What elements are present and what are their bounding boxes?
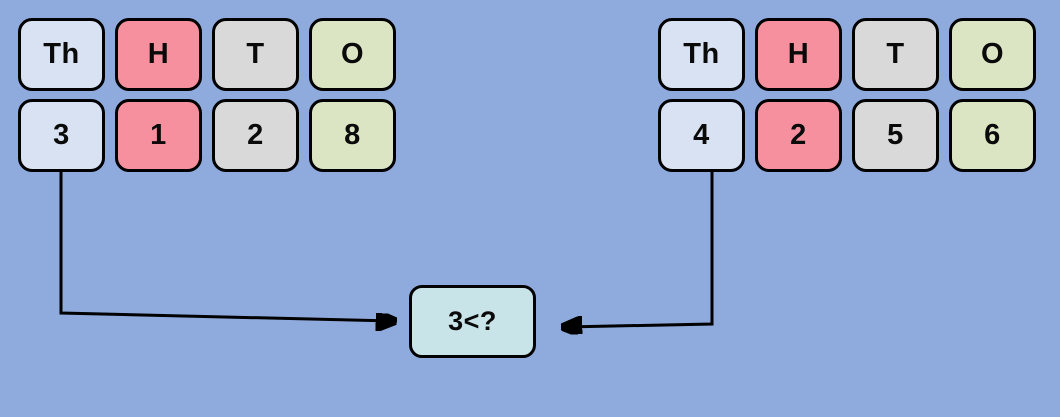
left-header-tens: T <box>212 18 299 91</box>
comparison-box: 3<? <box>409 285 536 358</box>
left-digit-hundreds: 1 <box>115 99 202 172</box>
right-digit-tens: 5 <box>852 99 939 172</box>
right-digit-hundreds: 2 <box>755 99 842 172</box>
left-thousands-arrow <box>59 172 392 321</box>
right-header-ones: O <box>949 18 1036 91</box>
right-header-thousands: Th <box>658 18 745 91</box>
right-header-tens: T <box>852 18 939 91</box>
right-digit-ones: 6 <box>949 99 1036 172</box>
right-digit-thousands: 4 <box>658 99 745 172</box>
left-digit-thousands: 3 <box>18 99 105 172</box>
right-header-hundreds: H <box>755 18 842 91</box>
left-digit-ones: 8 <box>309 99 396 172</box>
left-digit-tens: 2 <box>212 99 299 172</box>
right-thousands-arrow <box>566 172 714 327</box>
right-place-value-table: Th H T O 4 2 5 6 <box>658 18 1036 172</box>
left-header-hundreds: H <box>115 18 202 91</box>
left-header-thousands: Th <box>18 18 105 91</box>
left-place-value-table: Th H T O 3 1 2 8 <box>18 18 396 172</box>
left-header-ones: O <box>309 18 396 91</box>
